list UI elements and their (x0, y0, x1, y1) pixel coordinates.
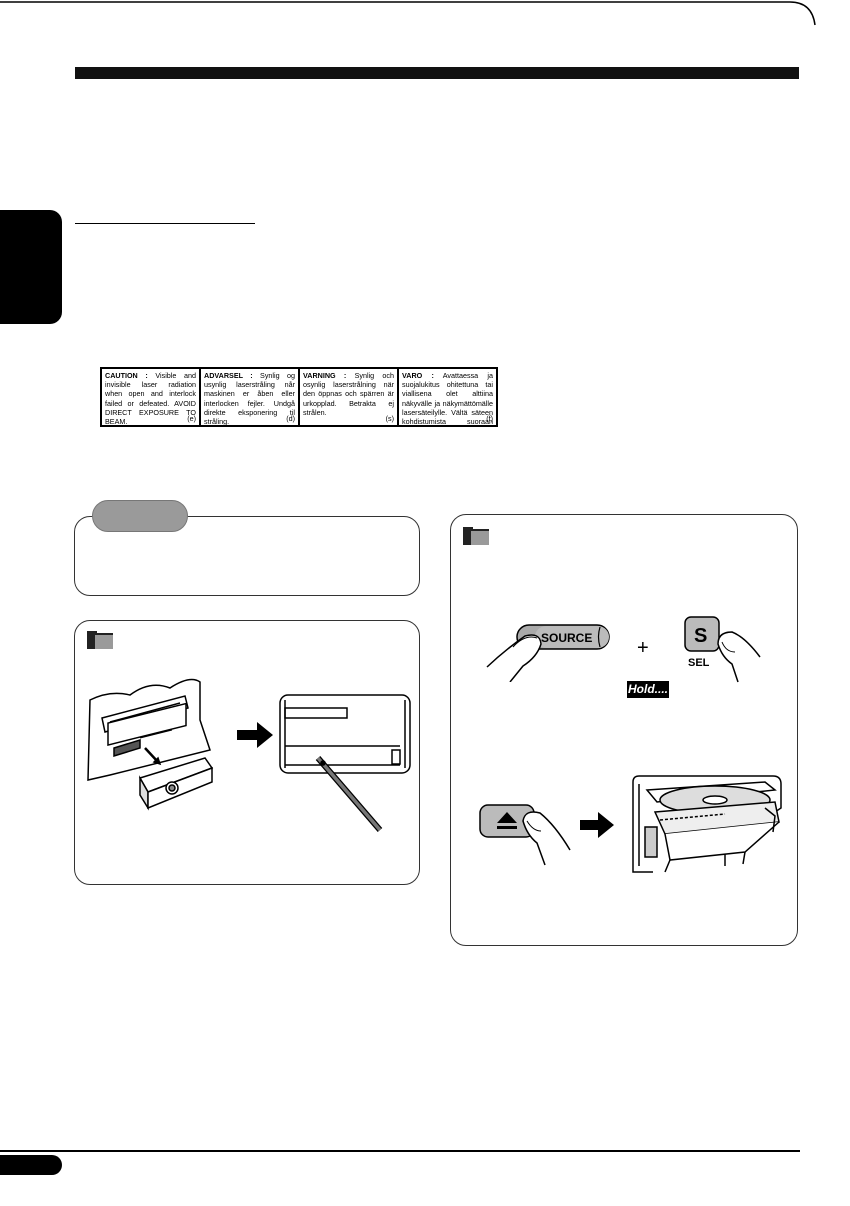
heading-underline (75, 223, 255, 224)
laser-warning-label: CAUTION : Visible and invisible laser ra… (100, 367, 498, 427)
section-marker-icon (463, 527, 489, 545)
warning-body: Synlig och osynlig laserstrålning när de… (303, 371, 395, 417)
footer-rule (0, 1150, 800, 1152)
arrow-right-icon (237, 722, 273, 748)
eject-button-illustration (479, 804, 571, 866)
warning-body: Visible and invisible laser radiation wh… (105, 371, 196, 425)
warning-head: ADVARSEL : (204, 371, 253, 380)
warning-cell-swedish: VARNING : Synlig och osynlig laserstråln… (300, 369, 399, 425)
page-top-edge-line (0, 1, 816, 26)
warning-body: Avattaessa ja suojalukitus ohitettuna ta… (402, 371, 493, 425)
warning-cell-danish: ADVARSEL : Synlig og usynlig laserstråli… (201, 369, 300, 425)
warning-cell-finnish: VARO : Avattaessa ja suojalukitus ohitet… (399, 369, 496, 425)
page-number-tab (0, 1155, 62, 1175)
sel-button-illustration: S SEL (684, 616, 761, 683)
warning-head: VARNING : (303, 371, 347, 380)
warning-cell-english: CAUTION : Visible and invisible laser ra… (102, 369, 201, 425)
plus-sign: + (637, 637, 649, 659)
header-bar (75, 67, 799, 79)
eject-icon (497, 812, 517, 823)
hold-label: Hold.... (627, 681, 669, 698)
reset-illustration (87, 678, 411, 832)
note-pill-tab (92, 500, 188, 532)
arrow-right-icon (580, 812, 614, 838)
section-marker-icon (87, 631, 113, 649)
sel-button-letter: S (694, 625, 707, 647)
unit-reset-illustration (279, 694, 411, 832)
source-button-illustration: SOURCE (486, 624, 610, 682)
unit-disc-ejected-illustration (632, 775, 782, 873)
unit-detached-illustration (87, 678, 214, 811)
source-button-label: SOURCE (541, 631, 592, 645)
language-side-tab (0, 210, 62, 324)
warning-code: (f) (486, 413, 493, 423)
warning-code: (e) (187, 413, 196, 423)
warning-body: Synlig og usynlig laserstråling når mask… (204, 371, 296, 425)
warning-code: (s) (385, 413, 394, 423)
sel-button-caption: SEL (688, 657, 710, 669)
warning-head: CAUTION : (105, 371, 148, 380)
warning-head: VARO : (402, 371, 434, 380)
warning-code: (d) (286, 413, 295, 423)
eject-panel (450, 514, 798, 946)
